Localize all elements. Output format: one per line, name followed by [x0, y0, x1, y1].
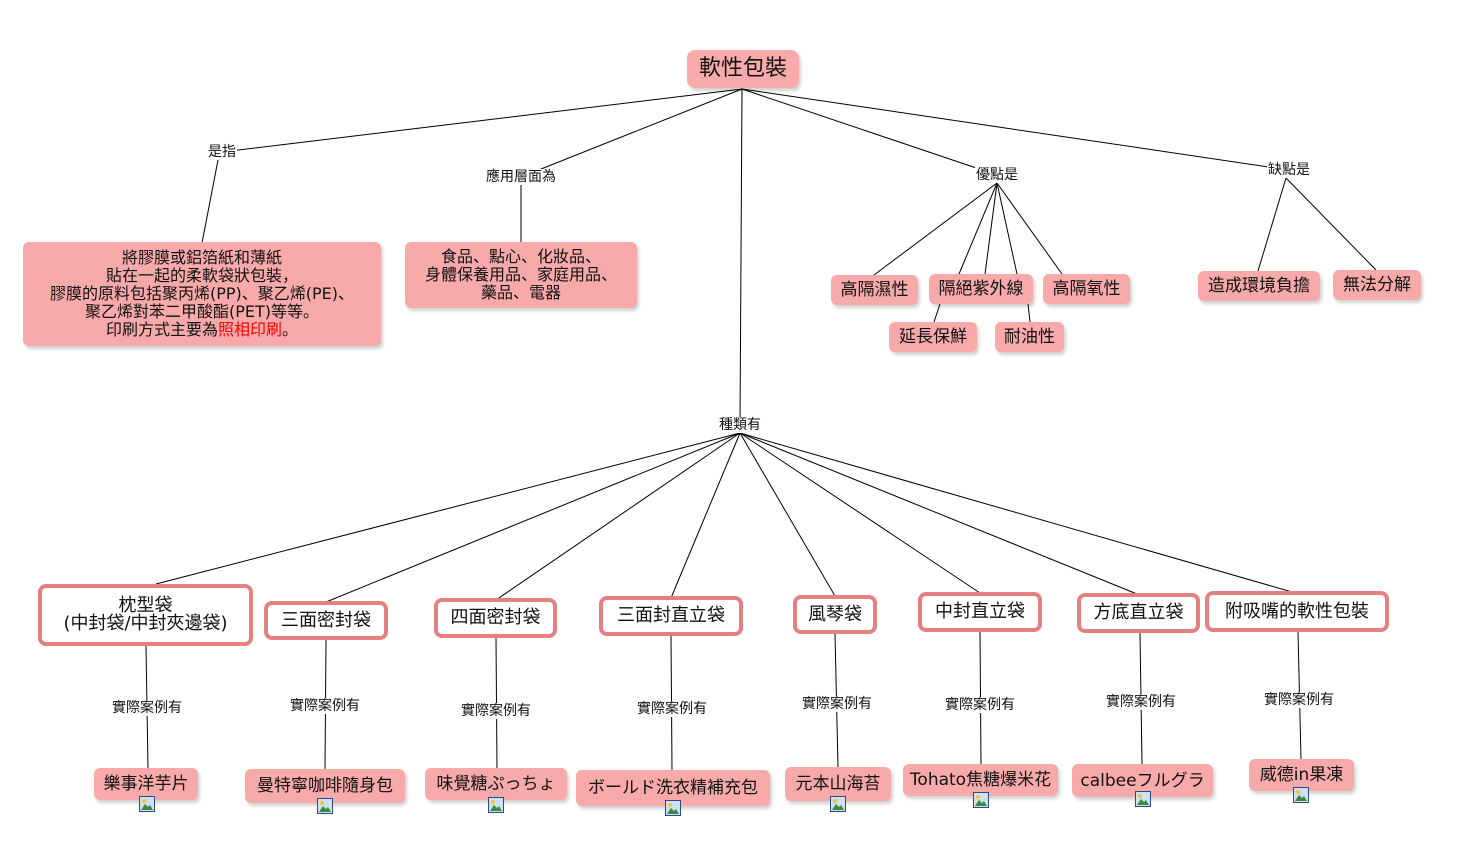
example-node[interactable]: 曼特寧咖啡隨身包 [245, 769, 405, 803]
advantage-node[interactable]: 延長保鮮 [889, 322, 977, 352]
advantage-node[interactable]: 隔絕紫外線 [929, 274, 1033, 304]
example-node[interactable]: 元本山海苔 [785, 767, 891, 801]
link-types: 種類有 [718, 417, 762, 433]
example-node[interactable]: calbeeフルグラ [1072, 764, 1213, 797]
type-node[interactable]: 方底直立袋 [1077, 593, 1200, 633]
root-node[interactable]: 軟性包裝 [687, 50, 799, 88]
link-is: 是指 [207, 144, 237, 160]
type-node[interactable]: 風琴袋 [793, 595, 877, 634]
disadvantage-node[interactable]: 造成環境負擔 [1198, 271, 1320, 301]
image-icon[interactable] [830, 796, 846, 812]
link-advantages: 優點是 [975, 167, 1019, 183]
link-disadvantages: 缺點是 [1267, 162, 1311, 178]
image-icon[interactable] [317, 798, 333, 814]
image-icon[interactable] [973, 792, 989, 808]
image-icon[interactable] [488, 797, 504, 813]
example-node[interactable]: Tohato焦糖爆米花 [903, 764, 1058, 796]
link-example: 實際案例有 [111, 700, 183, 716]
link-example: 實際案例有 [636, 701, 708, 717]
type-node[interactable]: 三面封直立袋 [599, 596, 743, 636]
application-line: 食品、點心、化妝品、 [440, 247, 601, 266]
highlight-photo-printing[interactable]: 照相印刷 [217, 320, 282, 339]
type-label: 枕型袋 [118, 595, 173, 616]
link-example: 實際案例有 [1263, 692, 1335, 708]
application-line: 藥品、電器 [480, 283, 561, 302]
link-example: 實際案例有 [801, 696, 873, 712]
type-node[interactable]: 四面密封袋 [434, 598, 557, 638]
image-icon[interactable] [1135, 791, 1151, 807]
link-example: 實際案例有 [460, 703, 532, 719]
image-icon[interactable] [1293, 787, 1309, 803]
definition-node[interactable]: 將膠膜或鋁箔紙和薄紙 貼在一起的柔軟袋狀包裝， 膠膜的原料包括聚丙烯(PP)、聚… [23, 242, 381, 346]
advantage-node[interactable]: 耐油性 [995, 322, 1064, 352]
type-node[interactable]: 附吸嘴的軟性包裝 [1205, 591, 1389, 632]
type-node[interactable]: 中封直立袋 [918, 592, 1042, 632]
definition-line: 膠膜的原料包括聚丙烯(PP)、聚乙烯(PE)、 [49, 284, 355, 303]
example-node[interactable]: 樂事洋芋片 [94, 768, 198, 800]
example-node[interactable]: 味覺糖ぷっちょ [425, 768, 567, 800]
link-example: 實際案例有 [1105, 694, 1177, 710]
definition-text: 。 [282, 320, 299, 339]
definition-line: 貼在一起的柔軟袋狀包裝， [105, 266, 298, 285]
application-node[interactable]: 食品、點心、化妝品、 身體保養用品、家庭用品、 藥品、電器 [405, 242, 637, 308]
definition-text: 印刷方式主要為 [105, 320, 218, 339]
root-label: 軟性包裝 [698, 56, 787, 81]
type-node[interactable]: 三面密封袋 [264, 601, 388, 640]
definition-line: 聚乙烯對苯二甲酸酯(PET)等等。 [84, 302, 320, 321]
example-node[interactable]: 威德in果凍 [1249, 759, 1354, 791]
link-example: 實際案例有 [944, 697, 1016, 713]
link-application: 應用層面為 [485, 169, 557, 185]
link-example: 實際案例有 [289, 698, 361, 714]
image-icon[interactable] [665, 800, 681, 816]
disadvantage-node[interactable]: 無法分解 [1333, 270, 1421, 300]
application-line: 身體保養用品、家庭用品、 [424, 265, 617, 284]
definition-line: 印刷方式主要為照相印刷。 [106, 321, 298, 339]
definition-line: 將膠膜或鋁箔紙和薄紙 [121, 248, 282, 267]
type-node[interactable]: 枕型袋 (中封袋/中封夾邊袋) [38, 584, 253, 646]
image-icon[interactable] [139, 796, 155, 812]
type-label-sub: (中封袋/中封夾邊袋) [63, 613, 228, 634]
advantage-node[interactable]: 高隔氧性 [1043, 274, 1130, 304]
advantage-node[interactable]: 高隔濕性 [831, 275, 918, 305]
